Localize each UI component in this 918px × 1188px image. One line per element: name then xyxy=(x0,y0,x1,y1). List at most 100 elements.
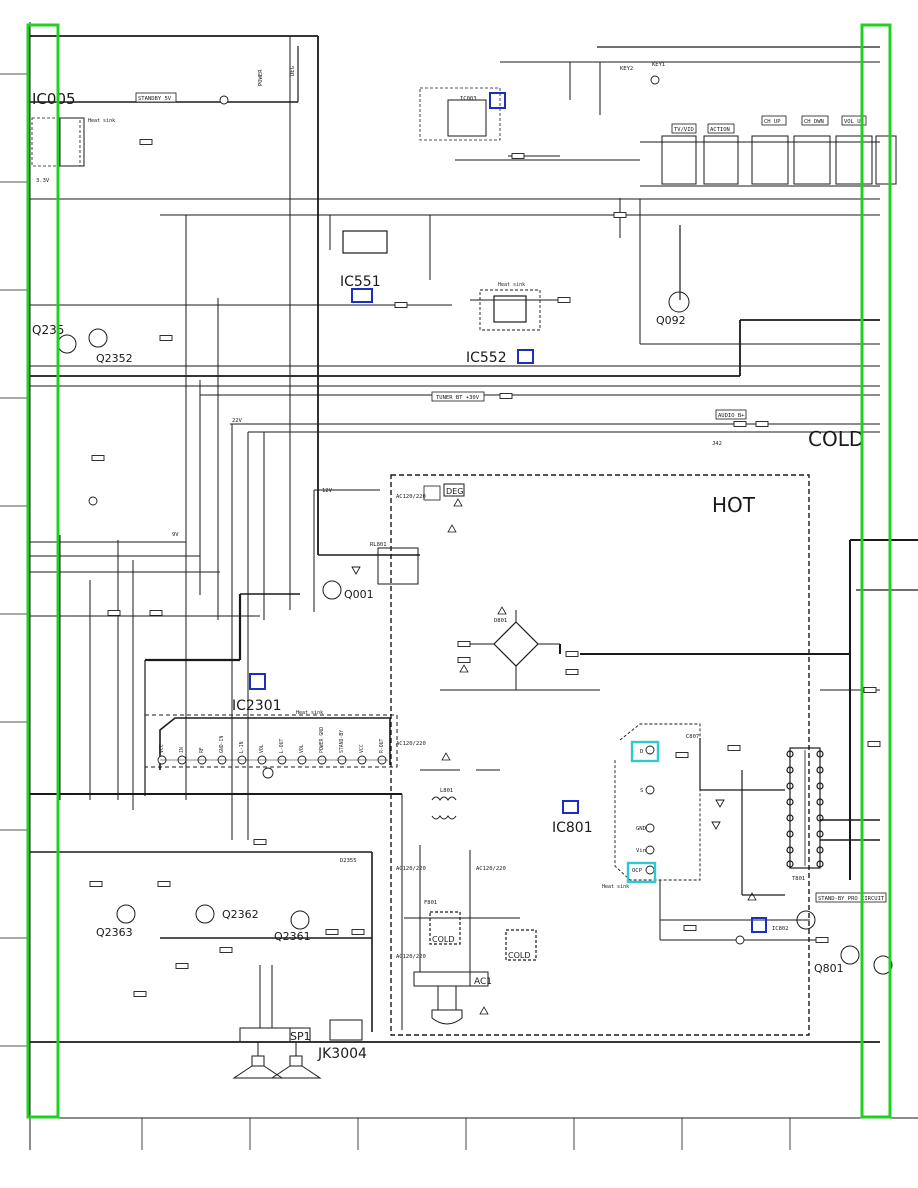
svg-text:Heat sink: Heat sink xyxy=(498,282,525,288)
green-boundaries xyxy=(26,23,892,1119)
hot-region xyxy=(390,474,810,1036)
svg-text:IC003: IC003 xyxy=(460,96,477,102)
svg-text:STAND-BY PRO CIRCUIT: STAND-BY PRO CIRCUIT xyxy=(818,896,885,902)
svg-text:VCC: VCC xyxy=(159,744,165,753)
jk3004-label: JK3004 xyxy=(317,1046,367,1062)
svg-text:POWER: POWER xyxy=(258,69,264,86)
marker-ic551 xyxy=(351,288,373,303)
rl801-relay xyxy=(377,547,419,585)
svg-text:D: D xyxy=(640,749,643,755)
speaker-right-icon xyxy=(270,1055,322,1079)
svg-text:STANDBY 5V: STANDBY 5V xyxy=(138,96,172,102)
q801-symbol xyxy=(840,945,860,965)
svg-text:AC120/220: AC120/220 xyxy=(396,741,426,747)
marker-pin-ocp xyxy=(626,861,657,884)
svg-text:DEG: DEG xyxy=(290,66,296,76)
svg-text:Q801: Q801 xyxy=(814,962,844,975)
left-boundary xyxy=(26,23,60,1119)
svg-text:IN: IN xyxy=(179,747,185,753)
q2361-symbol xyxy=(290,910,310,930)
svg-text:Vin: Vin xyxy=(636,848,646,854)
svg-text:F801: F801 xyxy=(424,900,437,906)
ic551-label: IC551 xyxy=(340,274,381,290)
svg-text:9V: 9V xyxy=(172,532,179,538)
q2352-symbol xyxy=(88,328,108,348)
marker-pin-d xyxy=(630,740,660,763)
svg-text:STAND-BY: STAND-BY xyxy=(339,730,345,753)
svg-text:AC1: AC1 xyxy=(474,977,492,987)
svg-text:D2355: D2355 xyxy=(340,858,357,864)
svg-text:T801: T801 xyxy=(792,876,805,882)
svg-text:AC120/220: AC120/220 xyxy=(396,866,426,872)
svg-text:KEY1: KEY1 xyxy=(652,62,665,68)
svg-text:TV/VID: TV/VID xyxy=(674,127,694,133)
svg-text:AC120/220: AC120/220 xyxy=(396,494,426,500)
svg-text:Heat sink: Heat sink xyxy=(88,118,115,124)
cold-label: COLD xyxy=(808,427,864,451)
svg-text:GND: GND xyxy=(636,826,646,832)
svg-text:Q235: Q235 xyxy=(32,323,64,337)
svg-text:ACTION: ACTION xyxy=(710,127,730,133)
svg-text:L-OUT: L-OUT xyxy=(279,738,285,753)
hot-label: HOT xyxy=(712,493,756,517)
svg-text:VOL U: VOL U xyxy=(844,119,861,125)
blue-markers xyxy=(249,92,767,933)
svg-text:VOL: VOL xyxy=(299,744,305,753)
svg-text:AUDIO B+: AUDIO B+ xyxy=(718,413,745,419)
svg-text:R-OUT: R-OUT xyxy=(379,738,385,753)
svg-text:AC120/220: AC120/220 xyxy=(396,954,426,960)
ic003-body xyxy=(447,99,487,137)
svg-text:SP1: SP1 xyxy=(290,1030,311,1043)
svg-text:Q001: Q001 xyxy=(344,588,374,601)
marker-ic802 xyxy=(751,917,767,933)
frame xyxy=(0,22,918,1150)
svg-text:L801: L801 xyxy=(440,788,453,794)
ac1-connector xyxy=(413,971,471,987)
ic801-outline xyxy=(614,723,701,881)
svg-text:POWER GND: POWER GND xyxy=(319,727,325,753)
svg-text:COLD: COLD xyxy=(432,935,455,944)
speaker-connector xyxy=(239,1027,291,1043)
svg-text:CH DWN: CH DWN xyxy=(804,119,824,125)
marker-ic801 xyxy=(562,800,579,814)
svg-text:Heat sink: Heat sink xyxy=(602,884,629,890)
svg-text:CH UP: CH UP xyxy=(764,119,781,125)
marker-ic2301 xyxy=(249,673,266,690)
ic551-body xyxy=(342,230,388,254)
svg-text:TUNER BT +30V: TUNER BT +30V xyxy=(436,395,480,401)
cyan-markers xyxy=(626,740,660,884)
q001-symbol xyxy=(322,580,342,600)
svg-text:Q092: Q092 xyxy=(656,314,686,327)
svg-text:3.3V: 3.3V xyxy=(36,178,50,184)
svg-text:KEY2: KEY2 xyxy=(620,66,633,72)
svg-text:GND-IN: GND-IN xyxy=(219,736,225,753)
ic552-body xyxy=(493,295,527,323)
ac-plug-icon xyxy=(431,1009,463,1025)
svg-text:DEG: DEG xyxy=(446,487,463,496)
svg-text:S: S xyxy=(640,788,643,794)
marker-ic552 xyxy=(517,349,534,364)
q2363-symbol xyxy=(116,904,136,924)
svg-text:AC120/220: AC120/220 xyxy=(476,866,506,872)
svg-text:Q2361: Q2361 xyxy=(274,930,311,943)
right-boundary xyxy=(860,23,892,1119)
diodes xyxy=(88,75,745,945)
svg-text:IC802: IC802 xyxy=(772,926,789,932)
ic2301-label: IC2301 xyxy=(232,698,282,714)
svg-text:COLD: COLD xyxy=(508,951,531,960)
svg-text:Q2362: Q2362 xyxy=(222,908,259,921)
svg-text:12V: 12V xyxy=(322,488,333,494)
svg-text:OCP: OCP xyxy=(632,868,643,874)
svg-text:22V: 22V xyxy=(232,418,243,424)
ic801-label: IC801 xyxy=(552,820,593,836)
svg-text:L-IN: L-IN xyxy=(239,741,245,753)
svg-text:VOL: VOL xyxy=(259,744,265,753)
ic005-label: IC005 xyxy=(32,90,76,108)
ic552-label: IC552 xyxy=(466,350,507,366)
q235-symbol xyxy=(57,334,77,354)
svg-text:D801: D801 xyxy=(494,618,507,624)
svg-text:Heat sink: Heat sink xyxy=(296,710,323,716)
bus-wires xyxy=(30,35,918,1043)
q2362-symbol xyxy=(195,904,215,924)
ic802-symbol xyxy=(796,910,816,930)
